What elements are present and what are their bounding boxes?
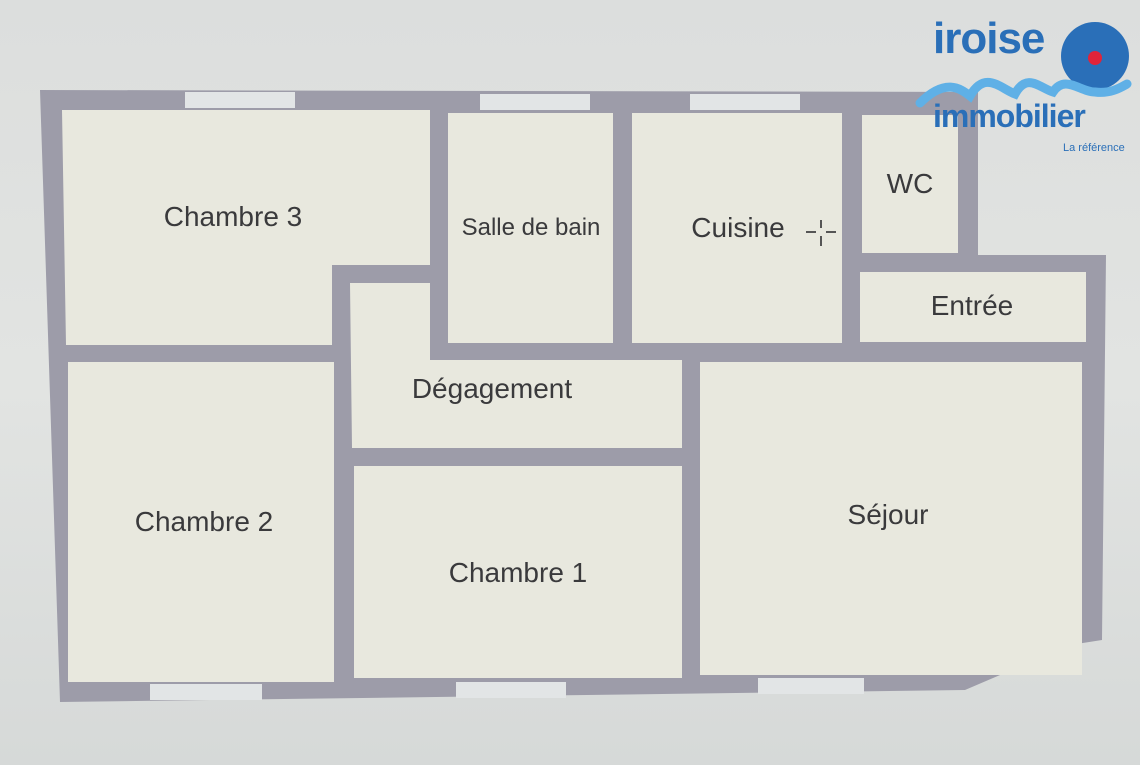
label-chambre-3: Chambre 3 bbox=[163, 201, 303, 232]
window bbox=[690, 94, 800, 110]
room-cuisine bbox=[632, 113, 842, 343]
room-chambre-2 bbox=[68, 362, 334, 682]
room-entree bbox=[860, 272, 1086, 342]
label-sejour: Séjour bbox=[847, 499, 929, 530]
room-sejour bbox=[700, 362, 1082, 675]
window bbox=[480, 94, 590, 110]
label-degagement: Dégagement bbox=[411, 373, 573, 404]
room-degagement bbox=[350, 283, 682, 448]
window bbox=[150, 684, 262, 700]
logo-brand-top: iroise bbox=[933, 14, 1045, 63]
window bbox=[758, 678, 864, 694]
window bbox=[185, 92, 295, 108]
crosshair-icon bbox=[806, 220, 836, 246]
label-chambre-2: Chambre 2 bbox=[134, 506, 274, 537]
logo-mark bbox=[915, 22, 1132, 108]
room-chambre-3 bbox=[62, 110, 430, 345]
window bbox=[456, 682, 566, 698]
label-entree: Entrée bbox=[930, 290, 1014, 321]
room-salle-de-bain bbox=[448, 113, 613, 343]
label-cuisine: Cuisine bbox=[691, 212, 785, 243]
room-wc bbox=[862, 115, 958, 253]
label-chambre-1: Chambre 1 bbox=[448, 557, 588, 588]
logo-tagline: La référence bbox=[1063, 142, 1125, 154]
iroise-immobilier-logo: iroise immobilier La référence bbox=[915, 8, 1135, 158]
logo-brand-bottom: immobilier bbox=[933, 98, 1086, 134]
room-chambre-1 bbox=[354, 466, 682, 678]
label-wc: WC bbox=[886, 168, 934, 199]
label-salle-de-bain: Salle de bain bbox=[461, 214, 601, 241]
